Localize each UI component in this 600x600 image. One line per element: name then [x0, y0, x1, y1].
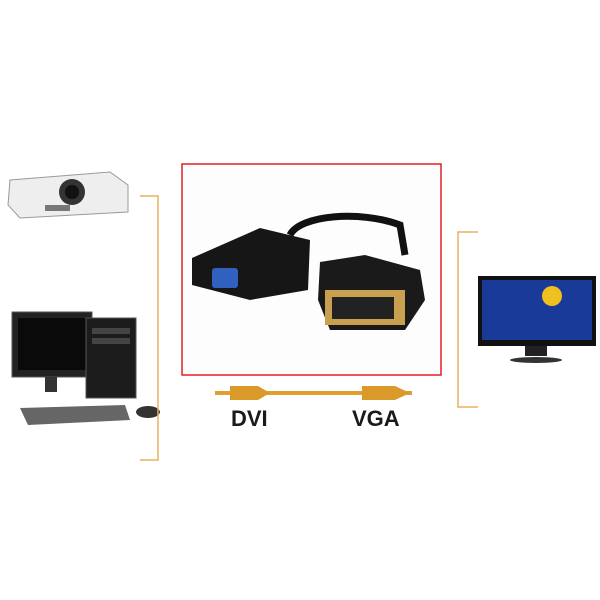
right-bracket — [457, 231, 478, 408]
dvi-to-vga-adapter-icon — [192, 212, 425, 330]
dvi-label: DVI — [231, 406, 268, 431]
signal-arrow — [215, 386, 412, 400]
desktop-computer-icon — [11, 311, 160, 425]
vga-label: VGA — [352, 406, 400, 431]
monitor-icon — [478, 276, 596, 363]
left-bracket — [140, 195, 159, 461]
projector-icon — [7, 171, 129, 219]
